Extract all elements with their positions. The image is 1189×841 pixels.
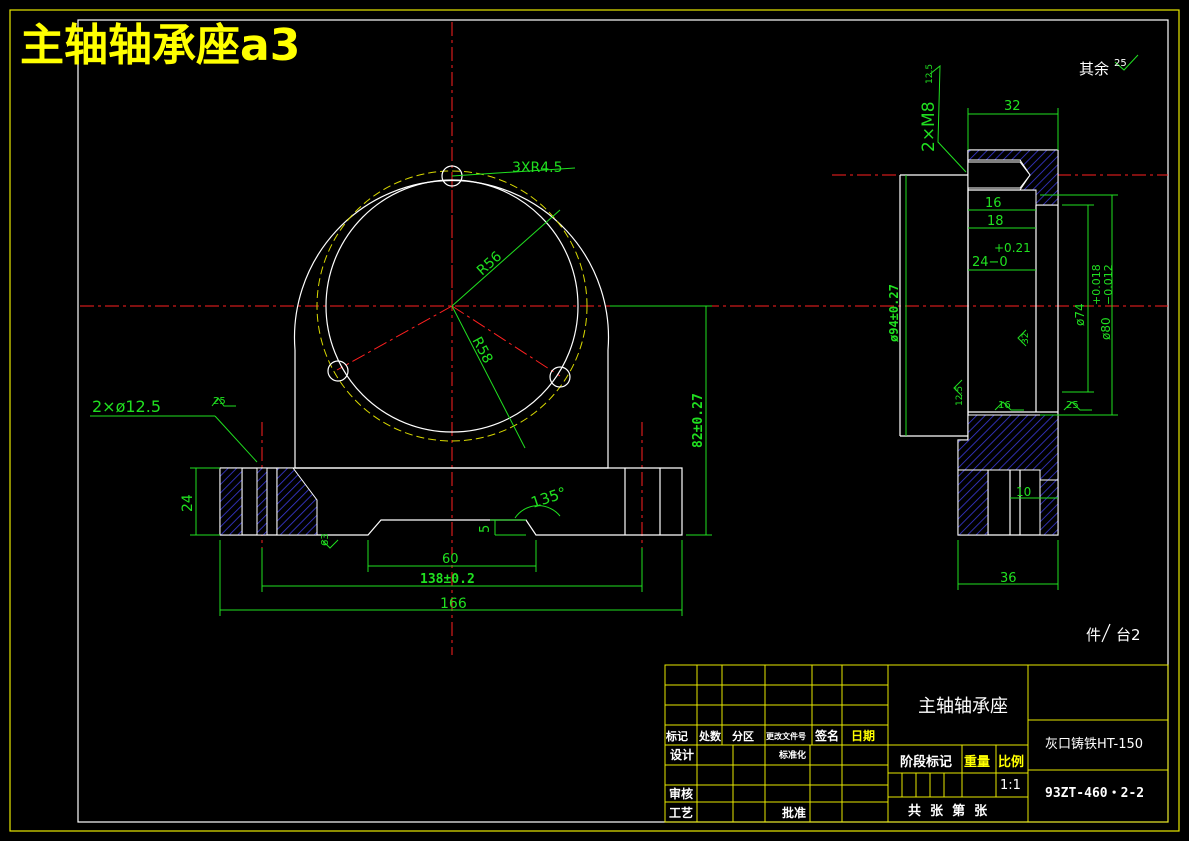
height-dia-label: ø94±0.27 xyxy=(887,284,901,342)
side-dimensions xyxy=(905,54,1139,590)
tb-material: 灰口铸铁HT-150 xyxy=(1045,736,1143,752)
tb-col-count: 处数 xyxy=(698,729,722,743)
dim-18-label: 18 xyxy=(987,214,1004,229)
outer-radius-label: R56 xyxy=(474,249,505,279)
tb-col-change-doc: 更改文件号 xyxy=(766,731,806,741)
tb-scale-value: 1:1 xyxy=(1000,778,1021,793)
center-height-label: 82±0.27 xyxy=(691,393,706,448)
dim-10-label: 10 xyxy=(1016,485,1031,499)
width-bottom-label: 36 xyxy=(1000,571,1017,586)
slot-width-label: 60 xyxy=(442,552,459,567)
title-block-text: 主轴轴承座 灰口铸铁HT-150 93ZT-460・2-2 标记 处数 分区 更… xyxy=(665,696,1144,820)
dim-24-label: 24−0 xyxy=(972,255,1008,270)
face-roughness: 32 xyxy=(1021,333,1031,344)
bottom-roughness-label: 63 xyxy=(320,533,331,546)
tb-review: 审核 xyxy=(669,786,693,801)
tb-col-sign: 签名 xyxy=(814,728,839,743)
base-height-label: 24 xyxy=(180,494,196,512)
parts-note-left: 件 xyxy=(1086,626,1101,644)
roughness-note-value: 25 xyxy=(1114,58,1127,69)
hole-roughness: 25 xyxy=(213,396,226,407)
tb-approve: 批准 xyxy=(782,805,806,820)
outer-frame xyxy=(9,9,1180,832)
bore-tol-upper: +0.018 xyxy=(1090,264,1103,305)
title-block-grid xyxy=(664,664,1169,823)
right-roughness: 25 xyxy=(1066,400,1079,411)
thread-callout: 2×M8 xyxy=(919,101,939,152)
tol-upper-label: +0.21 xyxy=(994,241,1031,255)
tb-standardize: 标准化 xyxy=(778,749,806,761)
thread-roughness: 12.5 xyxy=(925,64,935,84)
inner-roughness: 16 xyxy=(998,400,1011,411)
slot-depth-label: 5 xyxy=(478,525,493,533)
tb-process: 工艺 xyxy=(669,805,693,820)
tb-scale: 比例 xyxy=(998,754,1024,770)
bore-inner-label: ø74 xyxy=(1073,303,1087,326)
tb-part-name: 主轴轴承座 xyxy=(918,696,1008,717)
roughness-note-label: 其余 xyxy=(1079,60,1109,78)
holes-note: 3XR4.5 xyxy=(512,160,563,176)
width-top-label: 32 xyxy=(1004,99,1021,114)
hole-spacing-label: 138±0.2 xyxy=(420,572,475,587)
centerlines xyxy=(80,22,1168,655)
tb-stage-mark: 阶段标记 xyxy=(900,754,952,770)
total-length-label: 166 xyxy=(440,596,467,612)
bore-outer-label: ø80 xyxy=(1099,317,1113,340)
front-hatch xyxy=(219,467,318,536)
hole-callout: 2×ø12.5 xyxy=(92,397,161,416)
tb-design: 设计 xyxy=(670,747,694,762)
face-roughness-2: 12.5 xyxy=(955,386,965,406)
tb-col-date: 日期 xyxy=(851,728,875,743)
dim-16-label: 16 xyxy=(985,196,1002,211)
tb-sheets: 共 张 第 张 xyxy=(908,803,988,819)
tb-col-zone: 分区 xyxy=(732,729,754,743)
side-hatch xyxy=(957,149,1059,536)
bore-tol-lower: −0.012 xyxy=(1102,264,1115,305)
pcd-radius-label: R58 xyxy=(468,334,495,366)
inner-frame xyxy=(77,19,1169,823)
drawing-title: 主轴轴承座a3 xyxy=(20,20,300,71)
parts-note-right: 台2 xyxy=(1116,626,1141,644)
front-dimensions xyxy=(90,167,712,616)
tb-weight: 重量 xyxy=(964,754,990,770)
parts-note-slash xyxy=(1101,623,1111,643)
tb-col-mark: 标记 xyxy=(665,729,688,743)
tb-drawing-no: 93ZT-460・2-2 xyxy=(1045,786,1144,801)
